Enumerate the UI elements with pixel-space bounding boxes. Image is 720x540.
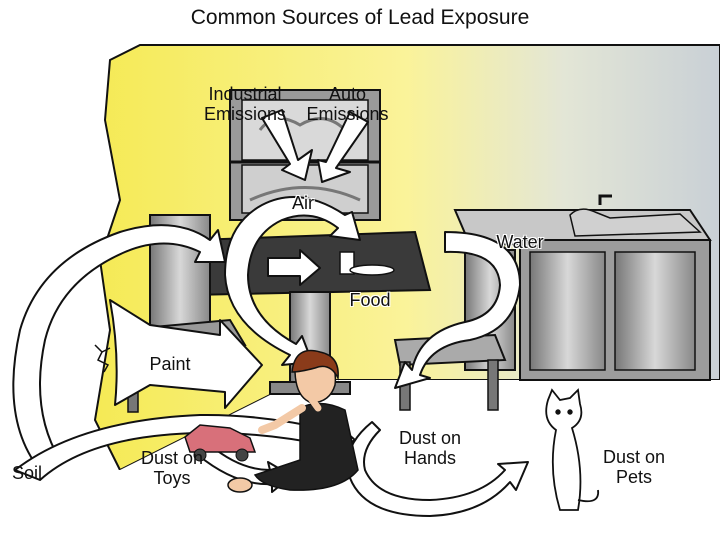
label-industrial-emissions-line-2: Emissions [195, 104, 295, 124]
page-title: Common Sources of Lead Exposure [0, 6, 720, 30]
label-air: Air [278, 193, 328, 213]
label-paint: Paint [140, 354, 200, 374]
label-dust-on-toys-line-2: Toys [128, 468, 216, 488]
label-industrial-emissions-line-1: Industrial [195, 84, 295, 104]
label-dust-on-pets: Dust on Pets [590, 447, 678, 487]
label-dust-on-pets-line-1: Dust on [590, 447, 678, 467]
label-soil: Soil [2, 463, 52, 483]
label-industrial-emissions: Industrial Emissions [195, 84, 295, 124]
label-auto-emissions: Auto Emissions [300, 84, 395, 124]
label-dust-on-toys-line-1: Dust on [128, 448, 216, 468]
label-dust-on-hands: Dust on Hands [385, 428, 475, 468]
label-dust-on-hands-line-2: Hands [385, 448, 475, 468]
label-food: Food [340, 290, 400, 310]
label-dust-on-pets-line-2: Pets [590, 467, 678, 487]
label-water: Water [485, 232, 555, 252]
label-dust-on-toys: Dust on Toys [128, 448, 216, 488]
label-dust-on-hands-line-1: Dust on [385, 428, 475, 448]
label-auto-emissions-line-2: Emissions [300, 104, 395, 124]
label-auto-emissions-line-1: Auto [300, 84, 395, 104]
